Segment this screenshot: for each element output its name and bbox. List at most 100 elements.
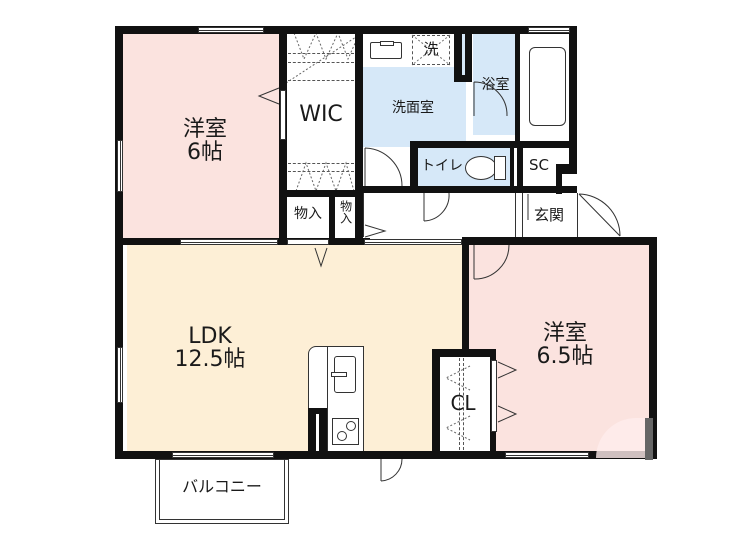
sliding-door-arrow: [257, 87, 280, 105]
wall-toilet-right: [510, 141, 514, 193]
hallway-floor-line: [515, 193, 516, 237]
wic-room: [286, 33, 356, 191]
wall-sc-inner-v: [556, 164, 562, 194]
sliding-door-arrow: [497, 361, 518, 379]
hallway-floor-line: [363, 193, 364, 237]
storage-2-text: 物入: [338, 200, 353, 224]
entrance-label: 玄関: [533, 206, 564, 224]
cl-door[interactable]: [491, 360, 497, 432]
burner-icon: [346, 421, 356, 431]
window: [117, 347, 123, 403]
balcony-label: バルコニー: [182, 477, 262, 496]
wall-bath-left: [465, 26, 472, 82]
closet-label: CL: [450, 391, 476, 415]
wall-toilet-left: [410, 141, 418, 193]
wall-cl-top: [432, 349, 492, 357]
wic-shelf-line: [288, 53, 354, 54]
window: [180, 239, 278, 245]
wall-sc-inner: [556, 164, 577, 174]
wall-right-upper: [569, 26, 577, 174]
entrance-step-line: [522, 193, 523, 237]
wall-wic-right: [355, 26, 363, 245]
wall-sc-left: [517, 141, 523, 193]
sliding-door-arrow: [497, 405, 518, 423]
bathroom: [473, 33, 518, 135]
storage-door[interactable]: [287, 239, 329, 245]
wic-shelf-line: [288, 62, 354, 63]
washer-cross-icon: [411, 34, 451, 66]
wic-shelf-line: [288, 80, 354, 81]
cl-hanger-zigzag: [444, 365, 471, 441]
room-name: 洋室: [182, 117, 227, 142]
door-swing-icon: [364, 147, 403, 187]
storage-2-label: 物入: [336, 200, 354, 227]
room-size: 6帖: [187, 140, 223, 166]
burner-icon: [337, 431, 347, 441]
wic-label: WIC: [299, 102, 343, 127]
wall-washer-notch: [454, 75, 472, 82]
door-swing-icon: [527, 194, 529, 220]
room-size: 6.5帖: [536, 344, 594, 370]
toilet-tank-icon: [494, 156, 506, 180]
western-room-2: [468, 245, 649, 451]
ldk-label: LDK 12.5帖: [150, 325, 270, 371]
shoe-closet-label: SC: [529, 156, 549, 174]
window: [172, 452, 274, 458]
wall-storage-divider: [329, 190, 335, 245]
western-room-2-label: 洋室 6.5帖: [510, 322, 620, 368]
wall-hall-right: [462, 237, 522, 245]
room-name: LDK: [188, 324, 232, 349]
bathtub-icon: [529, 47, 566, 126]
toilet-bowl-icon: [465, 156, 497, 180]
wall-toilet-top: [410, 141, 577, 148]
entrance-step-line: [577, 193, 578, 237]
wall-washer-right: [454, 26, 462, 82]
wall-ldk-right: [462, 237, 469, 357]
balcony-inner: [159, 459, 285, 520]
storage-1-label: 物入: [294, 206, 322, 222]
wall-right-lower: [649, 237, 657, 459]
wall-top: [115, 26, 577, 34]
wall-wic-bottom: [279, 190, 363, 197]
washer-alcove: [362, 33, 454, 67]
basin-faucet-icon: [380, 41, 394, 46]
bathroom-label: 浴室: [481, 77, 510, 93]
window: [505, 452, 589, 458]
wall-cl-left: [432, 349, 440, 459]
wall-mid-horizontal-right: [515, 237, 657, 245]
sliding-door-arrow: [314, 247, 328, 268]
balcony: [155, 459, 289, 524]
room-name: 洋室: [542, 321, 587, 346]
kitchen-wall-gap: [316, 414, 319, 452]
closet-room: [440, 356, 490, 451]
window: [117, 140, 123, 192]
wall-bottom: [115, 451, 657, 459]
wall-toilet-bottom: [362, 186, 577, 193]
door-swing-icon: [380, 458, 403, 482]
western-room-1-label: 洋室 6帖: [150, 118, 260, 164]
door-swing-icon: [473, 244, 510, 280]
window: [198, 27, 264, 33]
window: [364, 239, 462, 245]
door-swing-icon: [473, 81, 508, 117]
stove-icon: [332, 418, 359, 445]
room-size: 12.5帖: [174, 347, 246, 373]
washer-space: [412, 35, 450, 65]
door-swing-icon: [578, 193, 621, 237]
faucet-icon: [331, 372, 347, 377]
cl-rod-line: [463, 358, 464, 450]
ldk-room: [127, 245, 462, 451]
sliding-door-arrow: [364, 224, 387, 238]
toilet-label: トイレ: [421, 158, 463, 174]
wall-bath-right: [515, 26, 520, 141]
wic-shelf-line: [288, 163, 354, 164]
cl-rod-line: [459, 358, 460, 450]
kitchen-divider: [327, 346, 328, 452]
wic-door[interactable]: [280, 90, 286, 140]
corner-shadow: [645, 418, 653, 460]
wic-shelf-line: [288, 171, 354, 172]
wic-hanger-zigzag: [285, 31, 357, 193]
washer-label: 洗: [423, 40, 439, 58]
window: [528, 27, 570, 33]
washroom-label: 洗面室: [392, 100, 434, 116]
